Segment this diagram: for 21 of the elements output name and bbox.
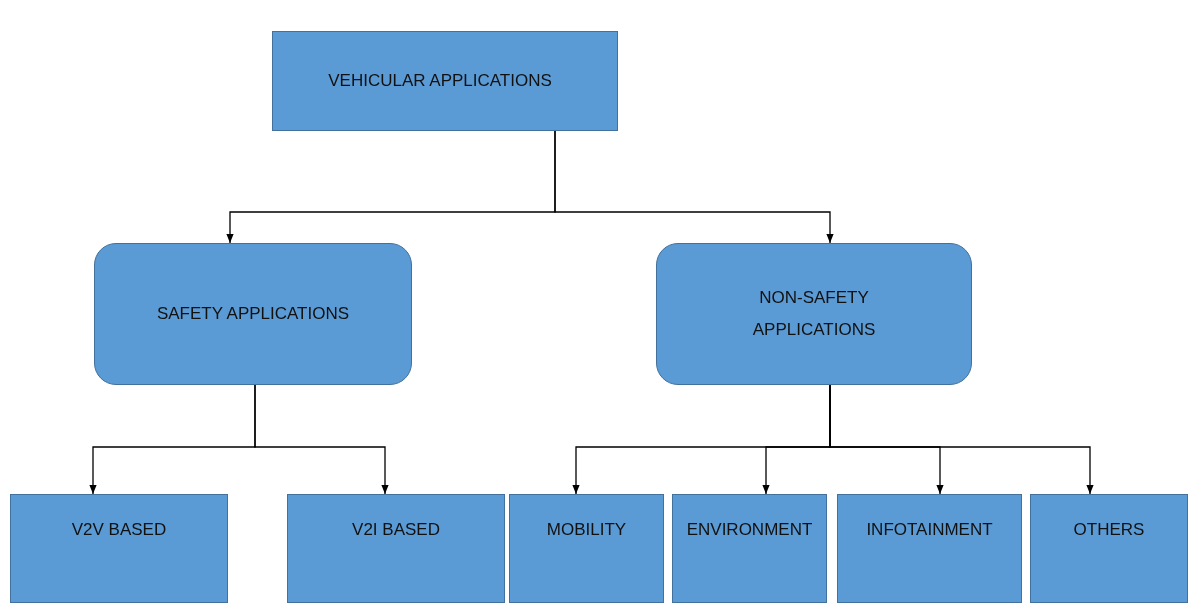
process-box [272, 31, 618, 131]
rounded-box [94, 243, 412, 385]
node-label: OTHERS [1073, 519, 1145, 541]
process-box [837, 494, 1022, 603]
node-label: MOBILITY [546, 519, 627, 541]
connector-arrow [554, 130, 834, 244]
node-label: ENVIRONMENT [686, 519, 813, 541]
rounded-box [656, 243, 972, 385]
node-label: NON-SAFETY APPLICATIONS [751, 286, 877, 341]
connector-arrow [254, 384, 389, 495]
node-label: SAFETY APPLICATIONS [156, 302, 350, 325]
process-box [509, 494, 664, 603]
process-box [10, 494, 228, 603]
node-label: VEHICULAR APPLICATIONS [328, 69, 552, 92]
node-label: V2I BASED [352, 519, 440, 541]
connector-arrow [829, 384, 1094, 495]
process-box [1030, 494, 1188, 603]
node-label: V2V BASED [71, 519, 167, 541]
process-box [672, 494, 827, 603]
node-label: INFOTAINMENT [866, 519, 993, 541]
process-box [287, 494, 505, 603]
